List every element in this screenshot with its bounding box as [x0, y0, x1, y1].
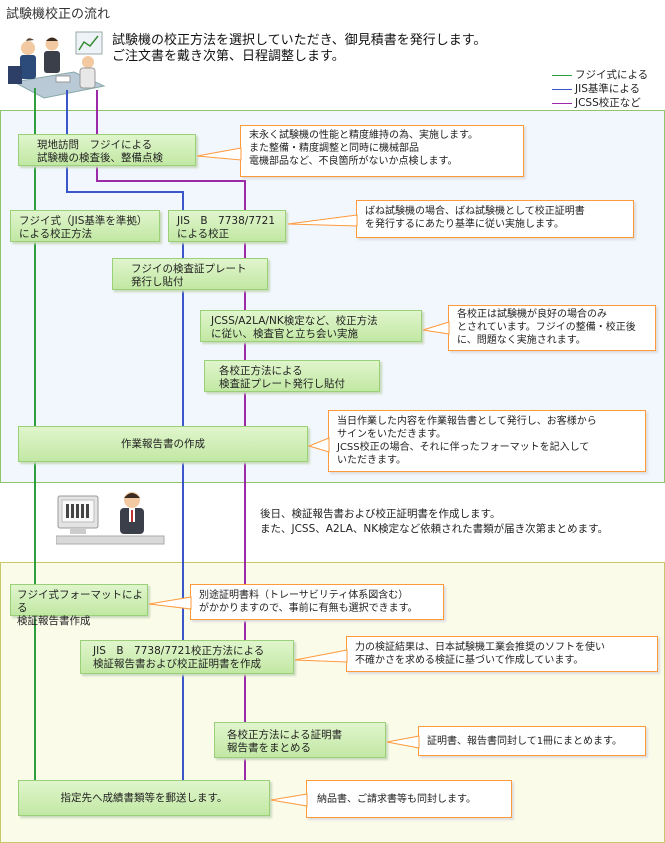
step-jis-report: JIS B 7738/7721校正方法による検証報告書および校正証明書を作成	[80, 640, 294, 674]
note-work-report: 当日作業した内容を作業報告書として発行し、お客様から サインをいただきます。 J…	[328, 410, 646, 472]
legend-item-fujii: フジイ式による	[552, 67, 648, 82]
callout-tail-7	[386, 735, 420, 749]
step-fujii-plate: フジイの検査証プレート発行し貼付	[112, 258, 268, 290]
step-fujii-calibration: フジイ式（JIS基準を準拠）による校正方法	[10, 210, 160, 242]
note-certificate-fee: 別途証明書料（トレーサビリティ体系図含む） がかかりますので、事前に有無も選択で…	[190, 584, 444, 620]
legend-item-jis: JIS基準による	[552, 81, 640, 96]
note-calibration-condition: 各校正は試験機が良好の場合のみ とされています。フジイの整備・校正後 に、問題な…	[448, 305, 656, 351]
callout-tail-2	[287, 214, 358, 227]
callout-tail-4	[307, 437, 330, 453]
legend-item-jcss: JCSS校正など	[552, 95, 641, 110]
intro-line-1: 試験機の校正方法を選択していただき、御見積書を発行します。	[112, 33, 487, 48]
step-jcss-witness: JCSS/A2LA/NK検定など、校正方法に従い、検査官と立ち会い実施	[200, 310, 422, 342]
intro-text: 試験機の校正方法を選択していただき、御見積書を発行します。 ご注文書を戴き次第、…	[112, 33, 486, 65]
callout-tail-1	[196, 147, 242, 161]
callout-tail-5	[148, 596, 192, 610]
step-onsite-inspection: 現地訪問 フジイによる試験機の検査後、整備点検	[18, 134, 196, 166]
note-maintenance: 末永く試験機の性能と精度維持の為、実施します。 また整備・精度調整と同時に機械部…	[240, 125, 524, 177]
step-compile-certificates: 各校正方法による証明書報告書をまとめる	[214, 722, 386, 758]
note-bind-together: 証明書、報告書同封して1冊にまとめます。	[418, 726, 646, 756]
step-mail-documents: 指定先へ成績書類等を郵送します。	[18, 780, 270, 816]
followup-text: 後日、検証報告書および校正証明書を作成します。 また、JCSS、A2LA、NK検…	[260, 507, 608, 537]
callout-tail-8	[270, 793, 308, 807]
intro-line-2: ご注文書を戴き次第、日程調整します。	[112, 49, 345, 64]
note-spring-tester: ばね試験機の場合、ばね試験機として校正証明書 を発行するにあたり基準に従い実施し…	[356, 200, 634, 238]
flow-line-purple	[244, 180, 246, 792]
meeting-illustration	[4, 26, 108, 106]
flow-line-blue	[182, 191, 184, 791]
followup-line-2: また、JCSS、A2LA、NK検定など依頼された書類が届き次第まとめます。	[260, 523, 609, 535]
legend-swatch-purple	[552, 102, 572, 104]
legend-swatch-blue	[552, 88, 572, 90]
note-invoice: 納品書、ご請求書等も同封します。	[306, 780, 512, 818]
page-title: 試験機校正の流れ	[6, 7, 111, 22]
callout-tail-3	[422, 321, 450, 335]
followup-line-1: 後日、検証報告書および校正証明書を作成します。	[260, 508, 501, 520]
flow-line-blue-h	[66, 191, 184, 193]
note-uncertainty: 力の検証結果は、日本試験機工業会推奨のソフトを使い 不確かさを求める検証に基づい…	[346, 636, 658, 672]
legend-swatch-green	[552, 74, 572, 76]
step-fujii-report: フジイ式フォーマットによる検証報告書作成	[10, 584, 148, 627]
step-work-report: 作業報告書の作成	[18, 426, 308, 462]
office-worker-illustration	[56, 492, 165, 545]
flow-line-purple-h	[96, 180, 246, 182]
callout-tail-6	[294, 649, 348, 663]
step-plate-each-method: 各校正方法による検査証プレート発行し貼付	[204, 360, 380, 392]
